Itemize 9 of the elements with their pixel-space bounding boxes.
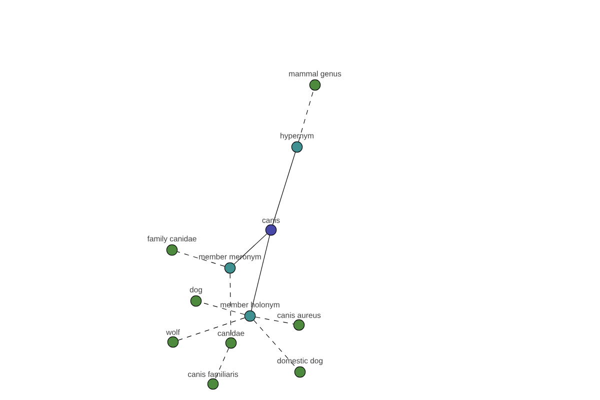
connector-line — [214, 348, 230, 380]
connector-line — [298, 90, 314, 142]
connector-line — [253, 320, 297, 368]
connector-line — [255, 316, 294, 324]
connector-line — [177, 251, 225, 267]
connector-line — [251, 235, 270, 311]
connector-line — [272, 152, 296, 225]
connector-line — [178, 318, 245, 340]
connector-line — [201, 302, 245, 315]
